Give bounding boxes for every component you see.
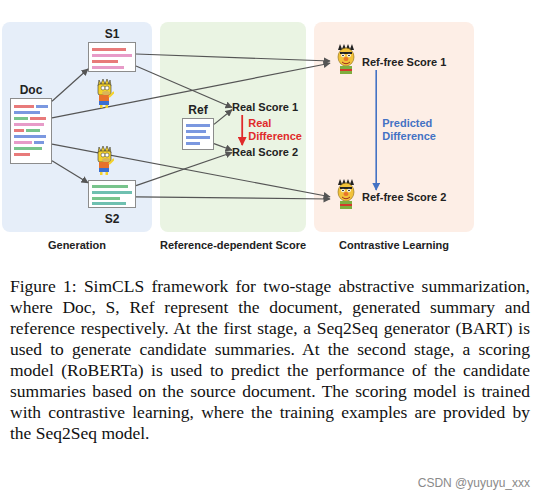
watermark: CSDN @yuyuyu_xxx: [300, 476, 530, 490]
document-box: Doc: [10, 98, 52, 164]
score-label: Real Score 2: [232, 145, 317, 160]
box-heading: Doc: [0, 83, 71, 97]
panel-heading: Contrastive Learning: [294, 239, 494, 251]
panel-band: GenerationDocS1S2: [2, 22, 152, 232]
edge-label: Real Difference: [248, 117, 314, 143]
panel-heading: Generation: [0, 239, 172, 251]
panel-band: Reference-dependent ScoreRefReal Score 1…: [160, 22, 306, 232]
box-heading: S1: [69, 27, 155, 41]
summary-box: S1: [88, 42, 136, 72]
score-label: Real Score 1: [232, 100, 317, 115]
summary-box: S2: [88, 180, 136, 208]
score-text: Real Score 2: [232, 145, 317, 160]
box-heading: Ref: [163, 103, 233, 117]
score-text: Real Score 1: [232, 100, 317, 115]
score-label: Ref-free Score 1: [362, 55, 470, 70]
box-heading: S2: [69, 212, 155, 226]
reference-box: Ref: [182, 118, 214, 150]
score-text: Ref-free Score 1: [330, 55, 470, 70]
panel-heading: Reference-dependent Score: [140, 239, 326, 251]
score-text: Ref-free Score 2: [330, 190, 470, 205]
edge-label: Predicted Difference: [382, 117, 448, 143]
figure-caption: Figure 1: SimCLS framework for two-stage…: [10, 276, 530, 444]
score-label: Ref-free Score 2: [362, 190, 470, 205]
